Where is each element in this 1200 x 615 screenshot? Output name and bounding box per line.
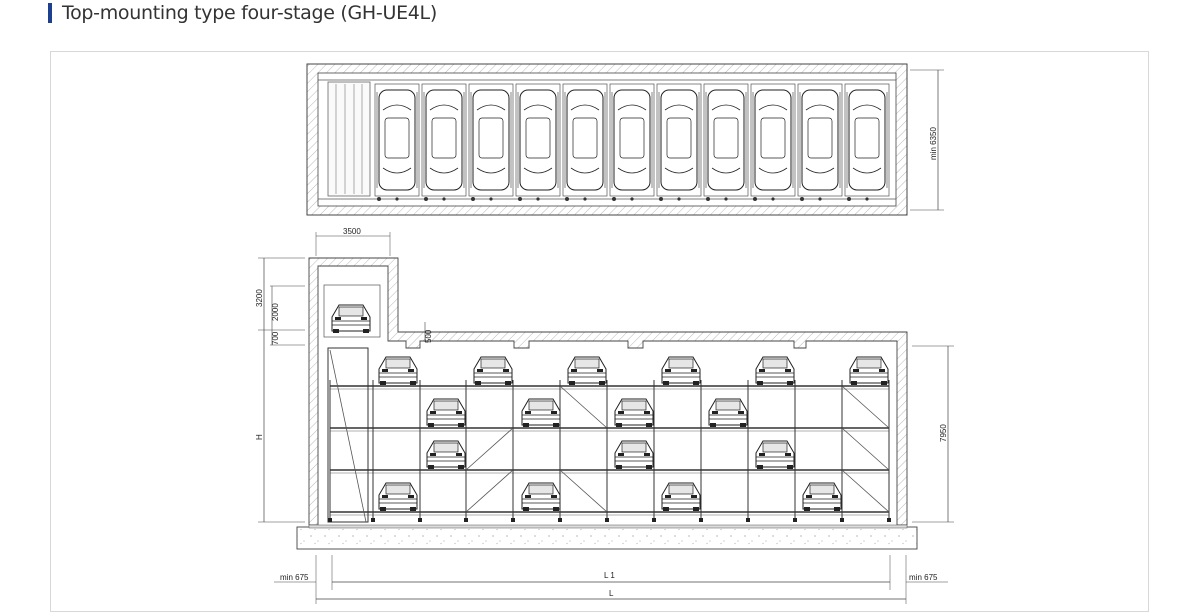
- plan-view: min 6350: [306, 63, 944, 216]
- heading-accent-bar: [48, 3, 52, 23]
- plan-car-top-icon: [468, 83, 514, 201]
- lift-column: [327, 347, 369, 523]
- plan-car-top-icon: [844, 83, 890, 201]
- plan-car-top-icon: [374, 83, 420, 201]
- rack-brace: [465, 427, 514, 471]
- plan-car-top-icon: [703, 83, 749, 201]
- elevation-car-group: [331, 304, 889, 511]
- elevation-car-icon: [426, 398, 466, 427]
- elevation-car-icon: [378, 482, 418, 511]
- elevation-car-icon: [802, 482, 842, 511]
- elevation-car-icon: [521, 398, 561, 427]
- steel-rack-frame: [327, 347, 891, 523]
- plan-car-top-icon: [656, 83, 702, 201]
- plan-car-group: [374, 83, 890, 201]
- elevation-car-icon: [755, 356, 795, 385]
- rack-brace: [841, 385, 890, 429]
- dim-l: L: [609, 589, 614, 598]
- plan-car-top-icon: [750, 83, 796, 201]
- dim-min-left: min 675: [280, 573, 309, 582]
- elevation-car-icon: [661, 482, 701, 511]
- plan-width-dim: min 6350: [929, 127, 938, 160]
- lift-width-dim: 3500: [343, 227, 361, 236]
- dim-h: H: [255, 434, 264, 440]
- plan-car-top-icon: [515, 83, 561, 201]
- dim-l1: L 1: [604, 571, 615, 580]
- elevation-car-icon: [331, 304, 371, 333]
- elevation-car-icon: [708, 398, 748, 427]
- dim-2000: 2000: [271, 303, 280, 321]
- elevation-car-icon: [378, 356, 418, 385]
- plan-car-top-icon: [609, 83, 655, 201]
- plan-lift-area: [327, 81, 371, 197]
- elevation-car-icon: [849, 356, 889, 385]
- elevation-car-icon: [755, 440, 795, 469]
- ground-slab: [296, 526, 918, 550]
- elevation-car-icon: [426, 440, 466, 469]
- rack-brace: [465, 469, 514, 513]
- elevation-car-icon: [661, 356, 701, 385]
- rack-brace: [841, 427, 890, 471]
- elevation-view: 3500 3200 2000 700 H 500 7950 min 675 mi…: [255, 227, 954, 604]
- plan-car-top-icon: [562, 83, 608, 201]
- elevation-car-icon: [614, 440, 654, 469]
- dim-3200: 3200: [255, 289, 264, 307]
- elevation-car-icon: [473, 356, 513, 385]
- elevation-car-icon: [614, 398, 654, 427]
- rack-brace: [559, 385, 608, 429]
- plan-car-top-icon: [421, 83, 467, 201]
- section-title: Top-mounting type four-stage (GH-UE4L): [62, 2, 437, 24]
- rack-brace: [841, 469, 890, 513]
- rack-brace: [559, 469, 608, 513]
- plan-car-top-icon: [797, 83, 843, 201]
- section-heading: Top-mounting type four-stage (GH-UE4L): [48, 0, 437, 26]
- dim-500: 500: [424, 329, 433, 343]
- dim-700: 700: [271, 331, 280, 345]
- elevation-car-icon: [521, 482, 561, 511]
- dim-7950: 7950: [939, 424, 948, 442]
- elevation-car-icon: [567, 356, 607, 385]
- dim-min-right: min 675: [909, 573, 938, 582]
